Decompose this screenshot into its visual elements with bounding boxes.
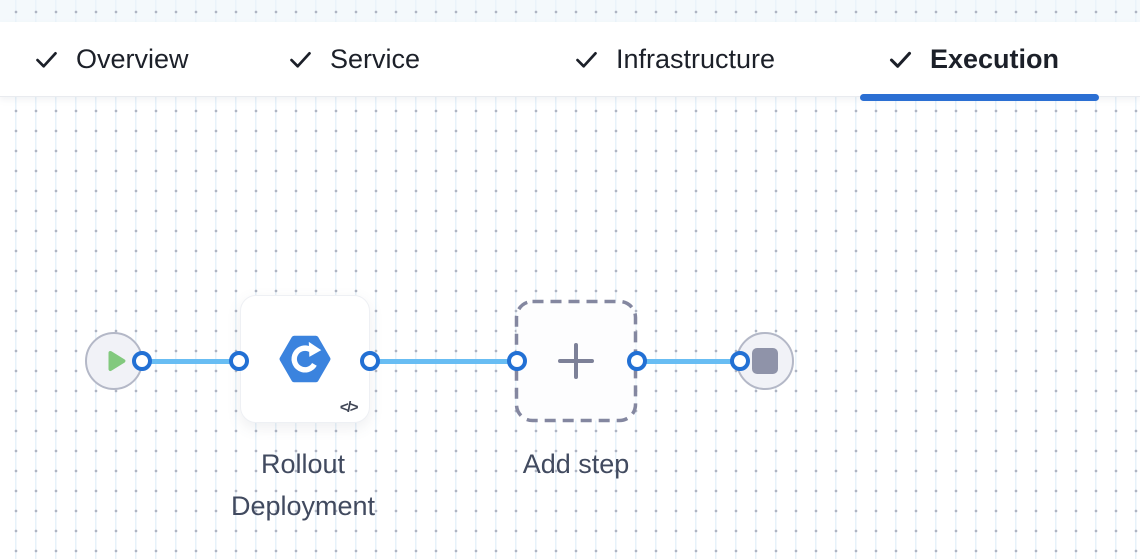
tab-overview[interactable]: Overview [33,22,189,97]
arrowhead [308,341,322,357]
connector-port[interactable] [730,351,750,371]
stop-icon [752,348,778,374]
check-icon [290,51,311,68]
tab-label: Execution [930,44,1060,74]
tab-execution[interactable]: Execution [887,22,1059,97]
tab-infrastructure[interactable]: Infrastructure [573,22,775,97]
step-node-rollout-deployment[interactable]: </> [240,295,370,423]
k8s-rollout-icon [279,335,331,383]
connector-port[interactable] [627,351,647,371]
connector-line [637,358,740,364]
tab-label: Service [330,44,421,74]
check-icon [36,51,57,68]
canvas-top-strip [0,0,1140,22]
tab-service[interactable]: Service [287,22,420,97]
plus-icon [558,343,594,379]
connector-line [142,358,239,364]
pipeline-canvas[interactable]: </> Rollout Deployment Add step [0,97,1140,559]
add-step-label: Add step [522,449,630,479]
connector-line [370,358,517,364]
connector-port[interactable] [229,351,249,371]
tab-label: Overview [76,44,189,74]
stage-tab-bar: Overview Service Infrastructure Executio… [0,22,1140,101]
connector-port[interactable] [360,351,380,371]
check-icon [889,51,912,68]
add-step-node[interactable] [514,299,638,423]
code-icon: </> [339,399,359,416]
play-icon [108,351,126,371]
check-icon [576,51,597,68]
step-label: Rollout Deployment [230,449,376,521]
active-tab-underline [860,94,1099,101]
connector-port[interactable] [132,351,152,371]
tab-label: Infrastructure [616,44,776,74]
connector-port[interactable] [507,351,527,371]
